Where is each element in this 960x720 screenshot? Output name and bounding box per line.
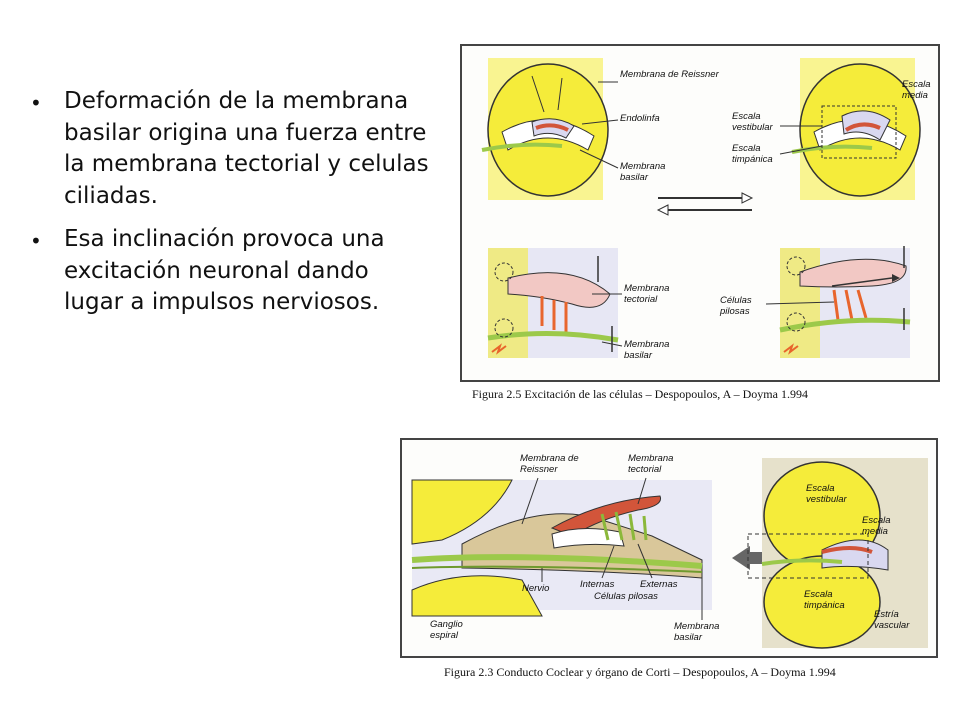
label-membrana-reissner: Membrana de Reissner [620,69,719,80]
equilibrium-arrows [656,192,754,216]
label-membrana-reissner: Membrana de Reissner [520,453,579,475]
label-endolinfa: Endolinfa [620,113,660,124]
label-internas: Internas [580,579,615,590]
label-membrana-basilar: Membrana basilar [674,621,720,643]
hair-cells-detail-left [487,248,619,358]
label-estria-vascular: Estría vascular [874,609,910,631]
arrow-left-icon [732,546,762,570]
cochlea-overview [747,458,928,649]
label-nervio: Nervio [522,583,550,594]
label-escala-timpanica: Escala timpánica [804,589,845,611]
bullet-list: • Deformación de la membrana basilar ori… [30,86,430,331]
label-escala-vestibular: Escala vestibular [806,483,847,505]
cochlear-duct-illustration [411,458,928,649]
label-membrana-tectorial: Membrana tectorial [624,283,670,305]
label-escala-timpanica: Escala timpánica [732,143,773,165]
figure-cell-excitation: Membrana de Reissner Endolinfa Membrana … [460,44,940,382]
bullet-text-1: Deformación de la membrana basilar origi… [64,88,429,209]
hair-cells-detail-right [779,246,911,358]
label-celulas-pilosas: Células pilosas [594,591,658,602]
figure-cochlear-duct: Membrana de Reissner Membrana tectorial … [400,438,938,658]
bullet-item-2: • Esa inclinación provoca una excitación… [30,224,430,319]
bullet-text-2: Esa inclinación provoca una excitación n… [64,226,385,315]
organ-of-corti-detail [411,479,712,617]
label-membrana-basilar-top: Membrana basilar [620,161,666,183]
caption-figure-2-5: Figura 2.5 Excitación de las células – D… [472,387,808,401]
bullet-item-1: • Deformación de la membrana basilar ori… [30,86,430,212]
label-escala-media: Escala media [902,79,931,101]
label-escala-media: Escala media [862,515,891,537]
label-ganglio-espiral: Ganglio espiral [430,619,463,641]
label-escala-vestibular: Escala vestibular [732,111,773,133]
label-membrana-basilar-bottom: Membrana basilar [624,339,670,361]
label-celulas-pilosas: Células pilosas [720,295,752,317]
caption-figure-2-3: Figura 2.3 Conducto Coclear y órgano de … [444,665,836,679]
label-externas: Externas [640,579,678,590]
cochlea-cross-section-right [791,58,921,200]
bullet-dot: • [30,91,42,115]
label-membrana-tectorial: Membrana tectorial [628,453,674,475]
cochlea-cross-section-left [481,58,609,200]
cell-excitation-illustration [481,58,921,358]
bullet-dot: • [30,229,42,253]
